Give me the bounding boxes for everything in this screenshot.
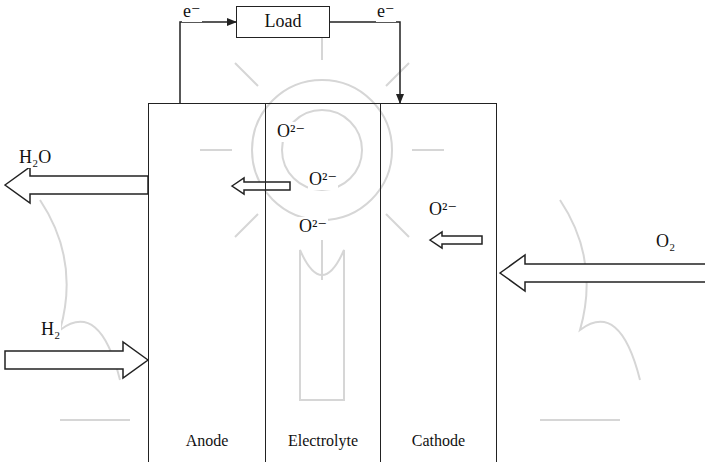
layer-name: Load: [265, 12, 302, 32]
ion-label: O²⁻: [428, 200, 458, 220]
water-out-arrow: [5, 167, 148, 203]
species-label: O₂: [655, 232, 676, 252]
ion-label: O²⁻: [276, 122, 306, 142]
flow-arrows: [5, 167, 705, 378]
species-label: H₂O: [18, 148, 52, 168]
layer-name: Anode: [186, 432, 229, 450]
oxygen-in-arrow: [500, 255, 705, 291]
species-label: H₂: [40, 320, 61, 340]
circuit-wire: [330, 22, 400, 103]
anode-layer: Anode: [148, 103, 266, 462]
electrolyte-layer: Electrolyte: [265, 103, 381, 462]
ion-label: O²⁻: [298, 217, 328, 237]
electron-label: e⁻: [182, 2, 202, 22]
hydrogen-in-arrow: [5, 342, 148, 378]
cathode-layer: Cathode: [380, 103, 497, 462]
circuit-wire: [180, 22, 236, 103]
ion-label: O²⁻: [308, 170, 338, 190]
oxide-ion-arrow: [430, 232, 482, 248]
oxide-ion-arrow: [232, 178, 290, 194]
layer-name: Electrolyte: [288, 432, 358, 450]
layer-name: Cathode: [412, 432, 465, 450]
load-box: Load: [236, 6, 330, 38]
electron-label: e⁻: [376, 2, 396, 22]
